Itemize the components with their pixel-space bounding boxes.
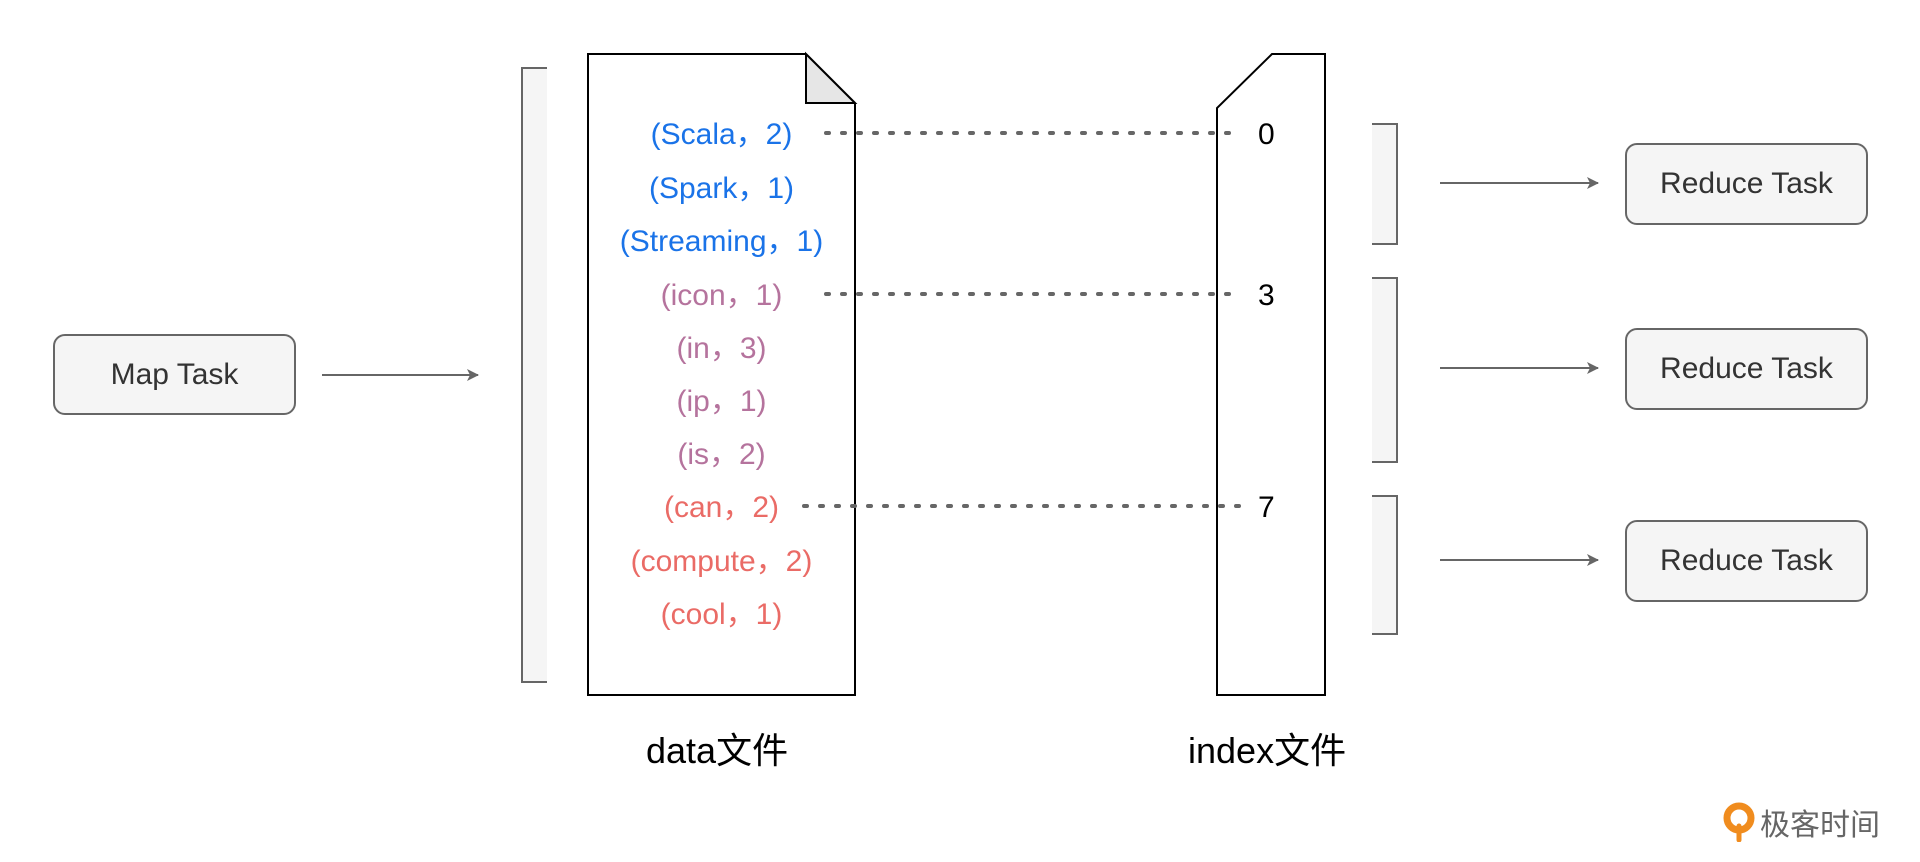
data-record: (in，3) — [676, 332, 767, 365]
index-file-shape — [1216, 53, 1326, 696]
reduce-task-box: Reduce Task — [1625, 143, 1868, 225]
map-task-box: Map Task — [53, 334, 296, 415]
map-task-label: Map Task — [110, 357, 239, 391]
reduce-task-label: Reduce Task — [1660, 544, 1833, 577]
data-record: (can，2) — [663, 491, 780, 524]
data-record: (is，2) — [677, 438, 766, 471]
data-file-bracket — [521, 67, 547, 683]
data-record: (Streaming，1) — [619, 225, 824, 258]
partition-bracket-1 — [1372, 277, 1398, 463]
data-record: (Scala，2) — [650, 118, 793, 151]
data-record: (ip，1) — [676, 385, 767, 418]
index-offset: 7 — [1258, 491, 1275, 524]
data-record: (cool，1) — [660, 598, 783, 631]
index-file-label: index文件 — [1188, 730, 1347, 771]
reduce-task-label: Reduce Task — [1660, 352, 1833, 385]
reduce-task-box: Reduce Task — [1625, 520, 1868, 602]
data-record: (Spark，1) — [648, 172, 795, 205]
reduce-task-label: Reduce Task — [1660, 167, 1833, 200]
reduce-task-box: Reduce Task — [1625, 328, 1868, 410]
index-offset: 0 — [1258, 118, 1275, 151]
data-record: (icon，1) — [660, 279, 783, 312]
partition-bracket-2 — [1372, 495, 1398, 635]
data-file-fold-icon — [805, 51, 858, 104]
data-record: (compute，2) — [630, 545, 813, 578]
index-offset: 3 — [1258, 279, 1275, 312]
data-file-shape — [587, 53, 856, 696]
data-file-label: data文件 — [646, 730, 789, 771]
watermark: 极客时间 — [1722, 800, 1880, 844]
watermark-text: 极客时间 — [1760, 808, 1880, 843]
partition-bracket-0 — [1372, 123, 1398, 245]
geektime-logo-icon — [1723, 802, 1755, 842]
